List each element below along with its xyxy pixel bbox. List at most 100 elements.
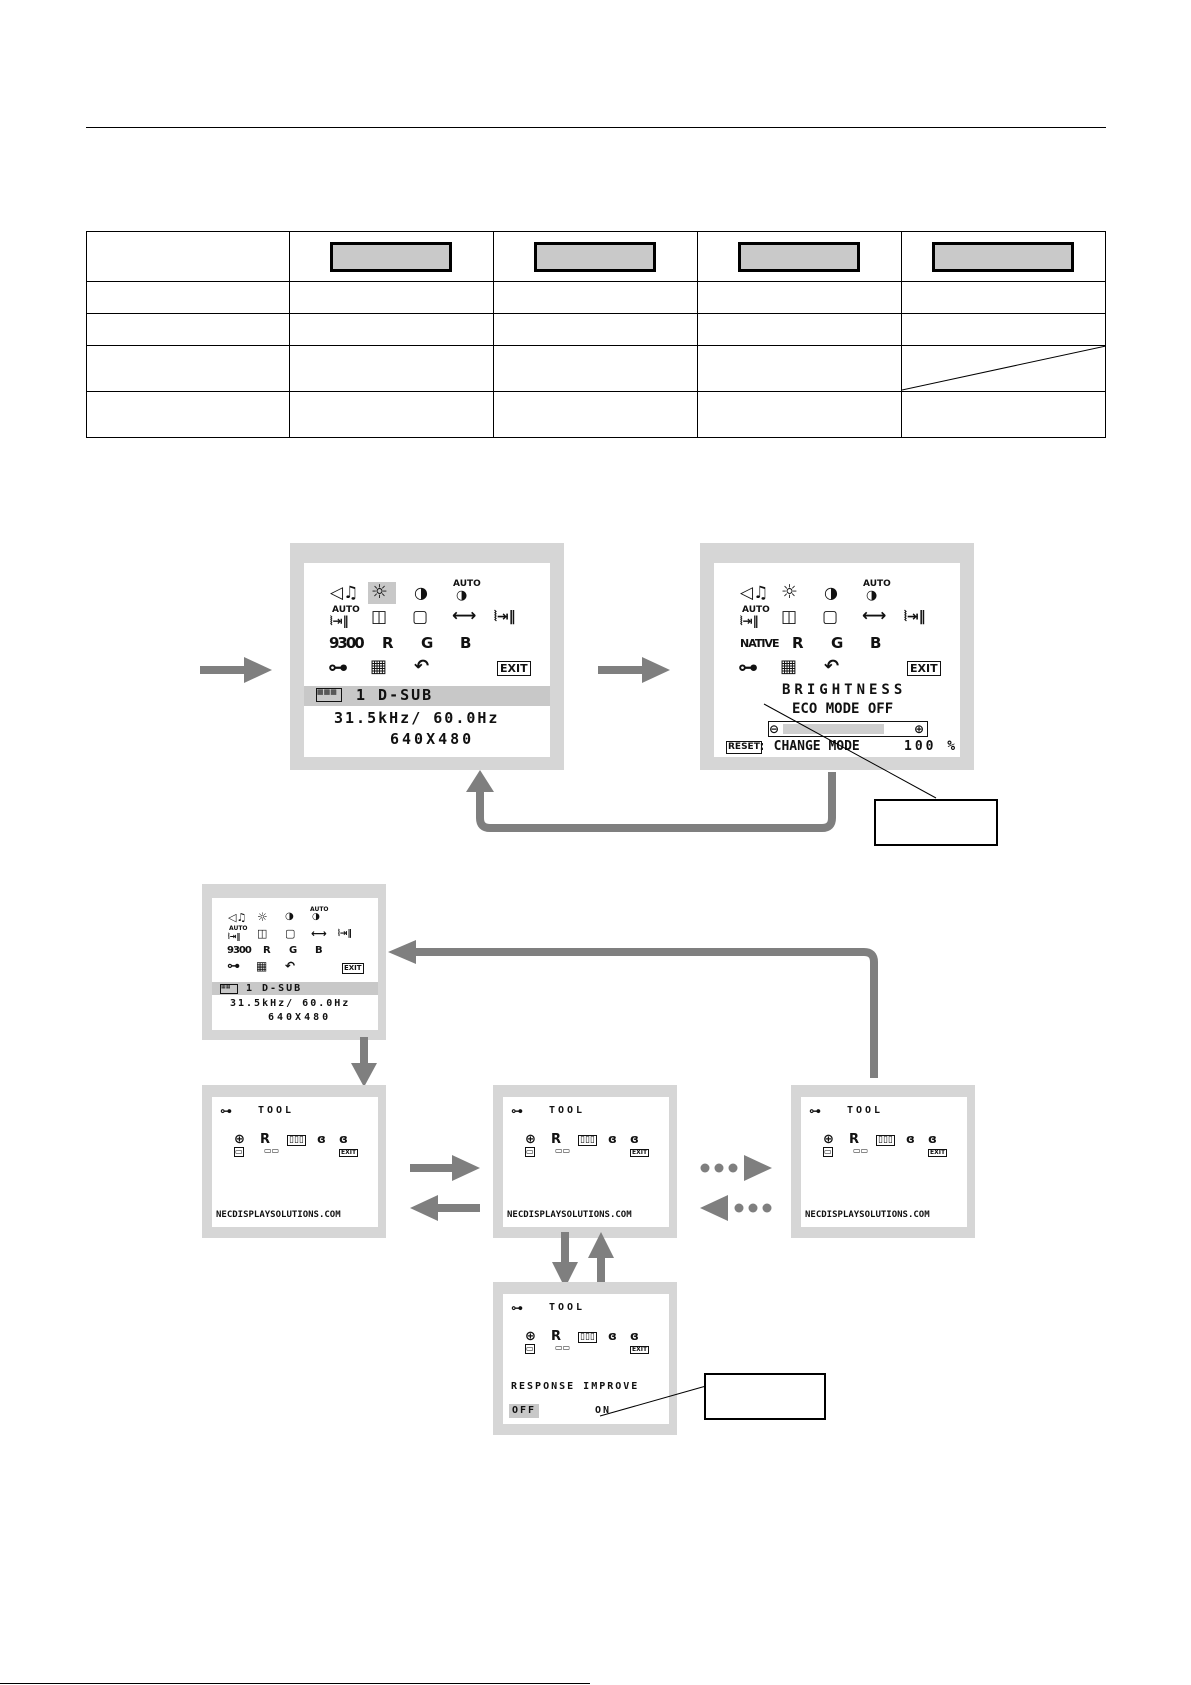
eco-exit-icon: ɞ (928, 1132, 937, 1146)
native-icon: NATIVE (740, 637, 779, 650)
eco-exit-icon: ɞ (339, 1132, 348, 1146)
hot-key-icon: ▯▯▯ (578, 1135, 597, 1146)
osd-tool-screen-1: ⊶ TOOL ⊕ ▭ R ▭▭ ▯▯▯ ɞ ɞ EXIT NECDISPLAYS… (202, 1085, 386, 1238)
osd-tool-screen-3: ⊶ TOOL ⊕ ▭ R ▭▭ ▯▯▯ ɞ ɞ EXIT NECDISPLAYS… (791, 1085, 975, 1238)
table-cell (900, 391, 1107, 438)
table-cell (492, 391, 698, 438)
tool-title: TOOL (847, 1105, 884, 1116)
table-cell (696, 313, 902, 346)
website-text: NECDISPLAYSOLUTIONS.COM (507, 1210, 632, 1220)
osd-brightness-screen: ◁♫ ☼ ◑ AUTO ◑ AUTO ⦚⇥‖ ◫ ▢ ⟷ ⦚⇥‖ NATIVE … (700, 543, 974, 770)
brightness-icon: ☼ (781, 581, 799, 603)
brightness-slider[interactable]: ⊖ ⊕ (768, 721, 928, 737)
footer-rule (0, 1683, 590, 1684)
reset-icon: ↶ (285, 959, 296, 973)
hot-key-icon: ▯▯▯ (287, 1135, 306, 1146)
front-key-2 (534, 241, 657, 272)
exit-icon: EXIT (339, 1149, 359, 1157)
audio-icon: ◁♫ (740, 583, 769, 603)
table-cell (492, 345, 698, 392)
language-icon: ▦ (780, 656, 798, 677)
left-right-icon: ◫ (257, 927, 268, 940)
auto-contrast-icon: ◑ (866, 588, 878, 603)
down-up-icon: ▢ (285, 927, 296, 940)
table-cell (696, 231, 902, 282)
auto-icon: AUTO (332, 605, 360, 615)
osd-main-screen: ◁♫ ☼ ◑ AUTO ◑ AUTO ⦚⇥‖ ◫ ▢ ⟷ ⦚⇥‖ 9300 R … (290, 543, 564, 770)
input-label: 1 D-SUB (246, 983, 303, 994)
blue-icon: B (460, 634, 472, 652)
arrow-updown-icon (552, 1232, 614, 1288)
language-icon: ▦ (256, 959, 268, 973)
tool-title: TOOL (549, 1302, 586, 1313)
minus-icon[interactable]: ⊖ (769, 722, 780, 736)
expansion-icon: ⊕ (234, 1132, 245, 1147)
auto-hpos-icon: ⦚⇥‖ (228, 932, 241, 941)
tool-icon: ⊶ (511, 1301, 523, 1315)
reset-label: RESET (726, 741, 762, 754)
percent-text: 100 % (904, 739, 959, 754)
slider-fill (783, 724, 884, 734)
fine-icon: ⦚⇥‖ (904, 609, 926, 625)
return-arrow-icon (466, 770, 836, 832)
hot-key-icon: ▯▯▯ (578, 1332, 597, 1343)
input-bar (304, 686, 550, 706)
eco-exit-icon: ɞ (630, 1329, 639, 1343)
table-cell (86, 313, 290, 346)
eco-icon: ɞ (608, 1329, 617, 1343)
auto-hpos-icon: ⦚⇥‖ (740, 614, 759, 628)
diagonal-slash (901, 346, 1106, 391)
frequency-text: 31.5kHz/ 60.0Hz (230, 998, 351, 1009)
table-cell (696, 345, 902, 392)
eco-mode-text: ECO MODE OFF (792, 701, 894, 717)
input-bar (212, 982, 378, 995)
expansion-sub-icon: ▭ (525, 1344, 535, 1354)
hot-key-icon: ▯▯▯ (876, 1135, 895, 1146)
table-cell (288, 281, 494, 314)
off-option[interactable]: OFF (512, 1405, 537, 1416)
down-up-icon: ▢ (412, 607, 429, 627)
contrast-icon: ◑ (285, 911, 294, 922)
h-size-icon: ⟷ (862, 606, 887, 626)
audio-icon: ◁♫ (228, 911, 247, 924)
plus-icon[interactable]: ⊕ (914, 722, 925, 736)
tool-title: TOOL (549, 1105, 586, 1116)
arrow-down-icon (351, 1037, 377, 1087)
tool-icon: ⊶ (328, 655, 348, 679)
down-up-icon: ▢ (822, 607, 839, 627)
auto-contrast-icon: ◑ (456, 588, 468, 603)
website-text: NECDISPLAYSOLUTIONS.COM (805, 1210, 930, 1220)
off-highlight (509, 1404, 539, 1418)
green-icon: G (831, 634, 844, 652)
auto-adjust-icon: AUTO (310, 906, 329, 913)
front-key-3 (738, 241, 861, 272)
callout-box (874, 799, 998, 846)
expansion-sub-icon: ▭ (234, 1147, 244, 1157)
exit-icon: EXIT (497, 661, 531, 676)
frequency-text: 31.5kHz/ 60.0Hz (334, 709, 500, 727)
h-size-icon: ⟷ (311, 927, 327, 940)
expansion-icon: ⊕ (525, 1132, 536, 1147)
red-icon: R (382, 634, 394, 652)
resolution-text: 640X480 (390, 730, 475, 748)
on-option[interactable]: ON (595, 1405, 612, 1416)
tool-icon: ⊶ (809, 1104, 821, 1118)
table-cell (288, 345, 494, 392)
auto-adjust-icon: AUTO (863, 579, 891, 589)
exit-icon: EXIT (928, 1149, 948, 1157)
reset-icon: ↶ (824, 656, 840, 677)
brightness-highlight (368, 582, 396, 604)
reset-factory-sub-icon: ▭▭ (555, 1343, 571, 1352)
reset-factory-sub-icon: ▭▭ (853, 1146, 869, 1155)
resolution-text: 640X480 (268, 1012, 332, 1023)
table-cell (288, 391, 494, 438)
input-icon: ▦▦▦ (316, 688, 342, 702)
auto-icon: AUTO (742, 605, 770, 615)
table-cell (288, 313, 494, 346)
change-mode-text: : CHANGE MODE (758, 739, 860, 754)
tool-icon: ⊶ (738, 655, 758, 679)
website-text: NECDISPLAYSOLUTIONS.COM (216, 1210, 341, 1220)
brightness-icon: ☼ (257, 910, 268, 924)
table-cell (492, 231, 698, 282)
table-cell-diagonal (900, 345, 1107, 392)
